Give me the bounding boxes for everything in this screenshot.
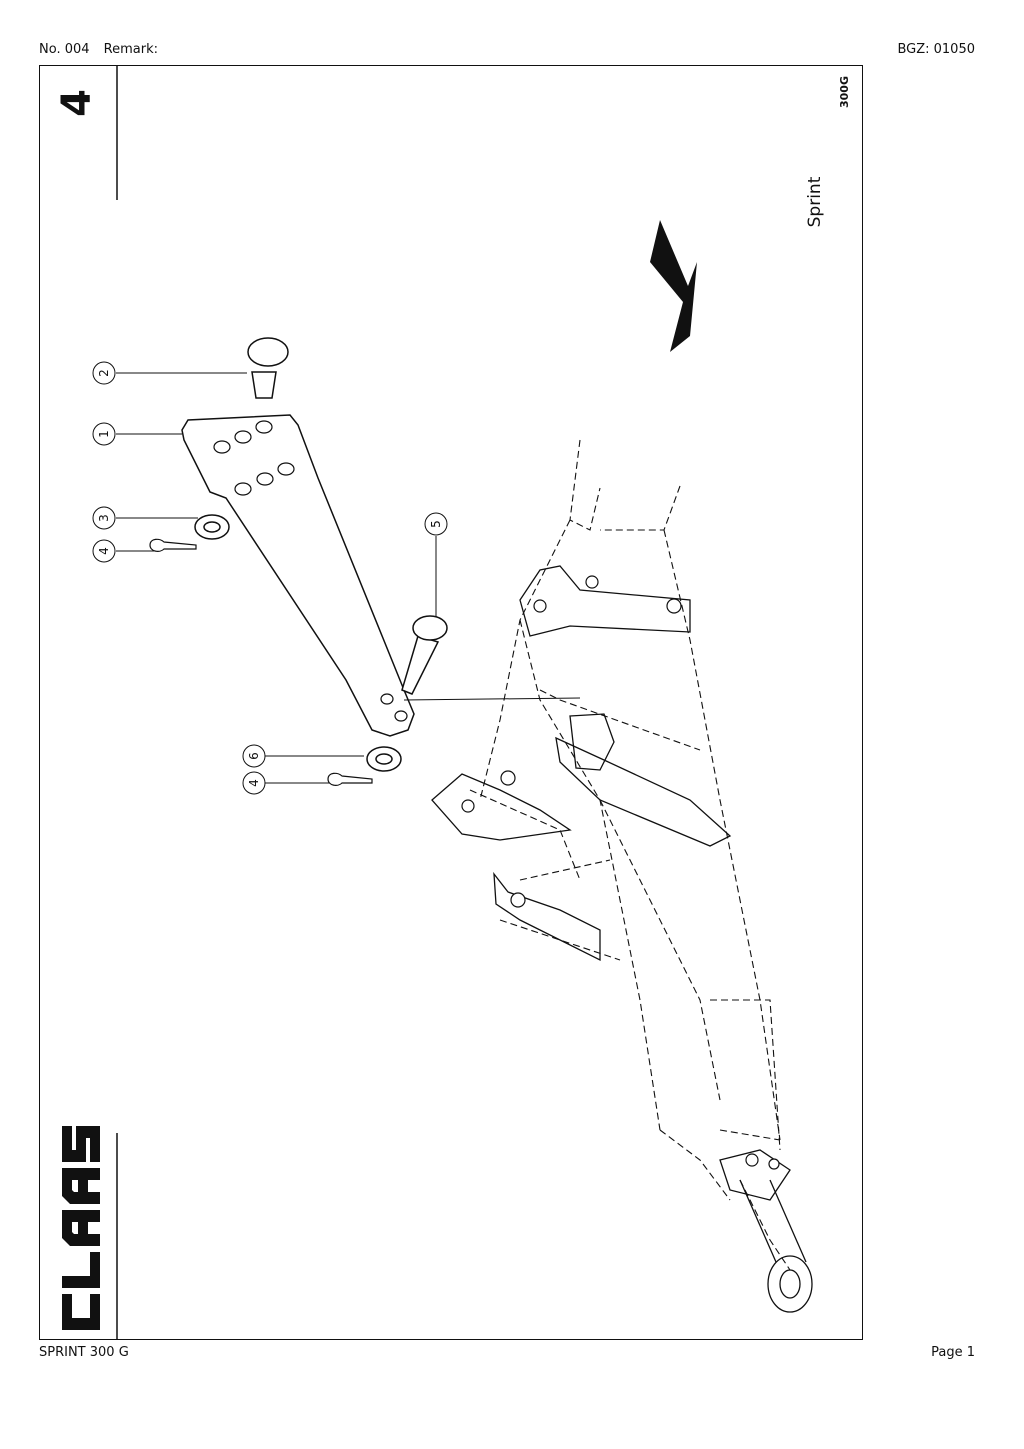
callout-3-circle [92, 506, 116, 530]
upper-pin-part [247, 337, 289, 399]
lower-pin-part [401, 615, 448, 695]
callout-1-circle [92, 422, 116, 446]
callout-6-circle [242, 744, 266, 768]
callout-4a-label: 4 [97, 547, 111, 555]
callout-3-label: 3 [97, 514, 111, 522]
bgz-code: BGZ: 01050 [897, 42, 975, 57]
callout-leaders [116, 372, 437, 784]
split-pin-parts [149, 538, 373, 786]
assembly-guide-line [403, 697, 581, 701]
machine-frame-outline [469, 439, 791, 1271]
claas-logo [62, 1126, 100, 1330]
callout-4b-label: 4 [247, 779, 261, 787]
callout-4b-circle [242, 771, 266, 795]
callout-6-label: 6 [247, 752, 261, 760]
document-number: No. 004 [39, 42, 90, 57]
footer-page-number: Page 1 [931, 1345, 975, 1360]
callout-1-label: 1 [97, 430, 111, 438]
bracket-plate-part [181, 414, 415, 737]
washer-parts [194, 514, 402, 772]
callout-2-circle [92, 361, 116, 385]
group-number: 4 [54, 89, 100, 117]
machine-frame-solid [431, 565, 813, 1313]
callout-4a-circle [92, 539, 116, 563]
drawing-frame [39, 65, 863, 1340]
bolt-heads [461, 575, 780, 1170]
callout-2-label: 2 [97, 369, 111, 377]
page-header-left: No. 004 Remark: [39, 42, 158, 57]
direction-arrow-icon [650, 220, 697, 352]
product-name: Sprint [805, 176, 825, 228]
callout-circles [92, 361, 448, 795]
callout-5-circle [424, 512, 448, 536]
remark-label: Remark: [103, 42, 159, 57]
model-code: 300G [838, 76, 851, 108]
callout-5-label: 5 [429, 520, 443, 528]
footer-model: SPRINT 300 G [39, 1345, 129, 1360]
